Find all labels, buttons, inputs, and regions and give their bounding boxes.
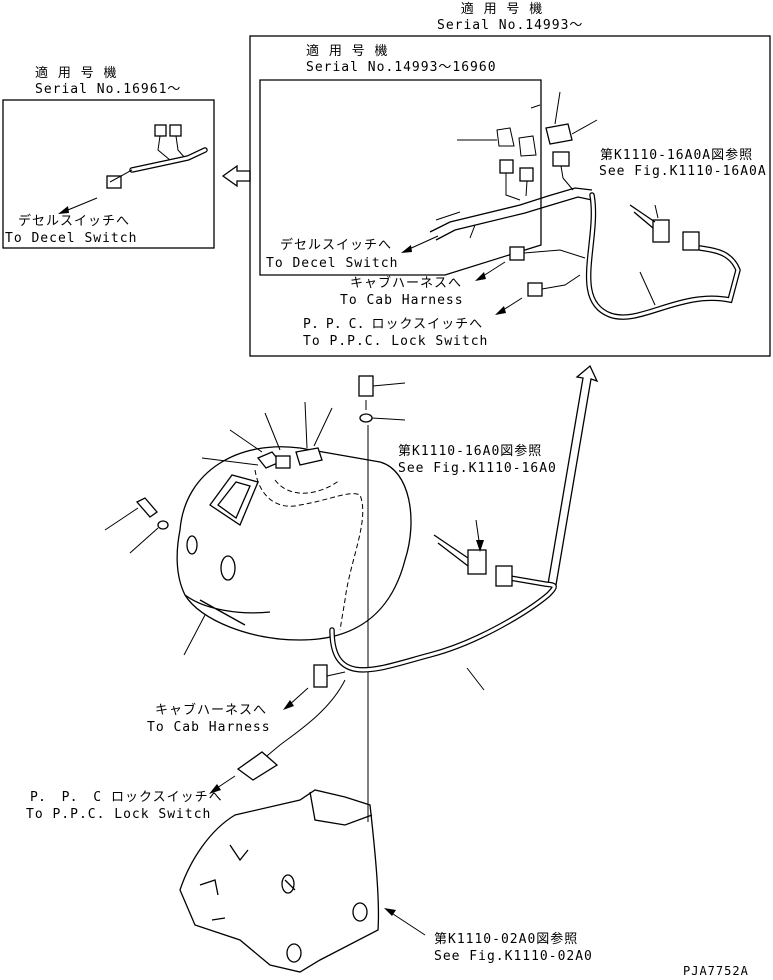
- fig02a0-en: See Fig.K1110-02A0: [434, 949, 593, 964]
- inner-detail-harness: [401, 91, 741, 320]
- fig16a0-en: See Fig.K1110-16A0: [398, 461, 557, 476]
- main-cab-en: To Cab Harness: [147, 720, 271, 735]
- left-applicable-jp: 適 用 号 機: [35, 66, 118, 81]
- main-cab-jp: キャブハーネスへ: [155, 703, 268, 718]
- left-serial: Serial No.16961～: [35, 82, 182, 97]
- main-applicable-jp: 適 用 号 機: [460, 2, 544, 17]
- bolt-and-washers: [104, 375, 406, 822]
- inner-decel-jp: デセルスイッチへ: [280, 238, 393, 253]
- floor-bracket: [179, 789, 426, 973]
- detail-cab-en: To Cab Harness: [340, 293, 464, 308]
- drawing-id: PJA7752A: [683, 964, 749, 978]
- left-decel-jp: デセルスイッチへ: [18, 214, 131, 229]
- fig16a0-jp: 第K1110-16A0図参照: [398, 444, 543, 459]
- detail-fig-ref-en: See Fig.K1110-16A0A: [599, 164, 767, 179]
- detail-frame-inner: [259, 79, 542, 276]
- main-ppc-jp: P． P． C ロックスイッチへ: [30, 790, 223, 805]
- console-cover: [176, 401, 412, 641]
- inner-decel-en: To Decel Switch: [266, 256, 399, 271]
- left-detail-harness: [58, 124, 208, 214]
- main-serial: Serial No.14993～: [437, 18, 584, 33]
- transfer-arrow-up: [547, 364, 599, 586]
- main-ppc-en: To P.P.C. Lock Switch: [26, 807, 212, 822]
- inner-serial: Serial No.14993～16960: [306, 60, 497, 75]
- inner-applicable-jp: 適 用 号 機: [306, 44, 389, 59]
- detail-cab-jp: キャブハーネスへ: [350, 276, 463, 291]
- fig02a0-jp: 第K1110-02A0図参照: [434, 932, 579, 947]
- transfer-arrow-left: [221, 164, 251, 188]
- detail-ppc-jp: P．P．C．ロックスイッチへ: [303, 317, 484, 332]
- detail-fig-ref-jp: 第K1110-16A0A図参照: [600, 148, 754, 163]
- detail-ppc-en: To P.P.C. Lock Switch: [303, 334, 489, 349]
- main-harness: [209, 519, 557, 794]
- left-decel-en: To Decel Switch: [5, 231, 138, 246]
